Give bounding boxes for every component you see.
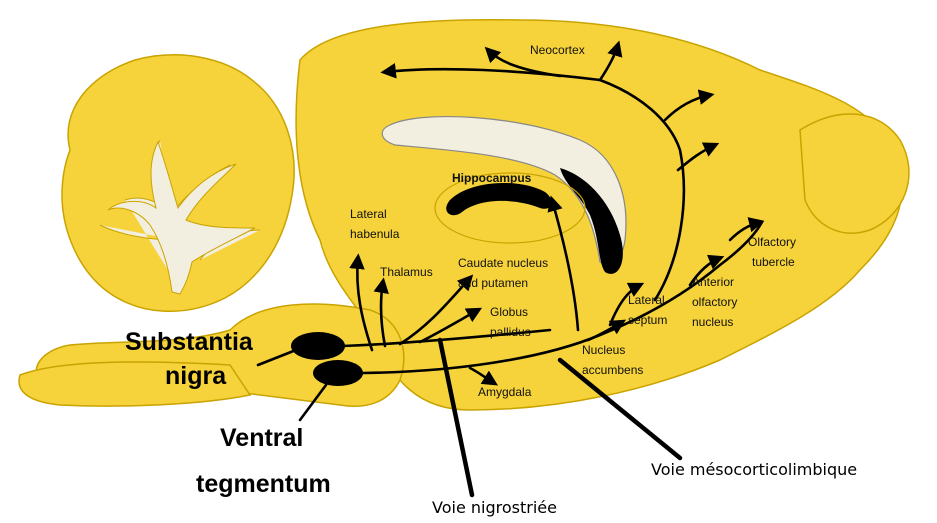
label-anterior-olfactory-1: Anterior <box>692 275 734 289</box>
label-ventral-tegmentum-1: Ventral <box>220 424 303 452</box>
label-anterior-olfactory-2: olfactory <box>692 295 737 309</box>
label-thalamus: Thalamus <box>380 265 433 279</box>
label-nucleus-accumbens-1: Nucleus <box>582 343 625 357</box>
olfactory-bulb <box>800 114 909 233</box>
label-caudate-1: Caudate nucleus <box>458 256 548 270</box>
label-substantia-nigra-2: nigra <box>165 362 227 390</box>
label-globus-1: Globus <box>490 305 528 319</box>
label-neocortex: Neocortex <box>530 43 585 57</box>
label-voie-nigrostriee: Voie nigrostriée <box>432 498 557 517</box>
label-anterior-olfactory-3: nucleus <box>692 315 733 329</box>
label-nucleus-accumbens-2: accumbens <box>582 363 643 377</box>
label-lateral-septum-1: Lateral <box>628 293 665 307</box>
label-olfactory-tubercle-1: Olfactory <box>748 235 796 249</box>
label-substantia-nigra-1: Substantia <box>125 328 254 356</box>
label-lateral-septum-2: septum <box>628 313 667 327</box>
label-globus-2: pallidus <box>490 325 531 339</box>
label-voie-mesocorticolimbique: Voie mésocorticolimbique <box>651 460 857 479</box>
label-hippocampus: Hippocampus <box>452 171 532 185</box>
ventral-tegmentum-nucleus <box>313 360 363 386</box>
label-lateral-habenula-1: Lateral <box>350 207 387 221</box>
label-ventral-tegmentum-2: tegmentum <box>196 470 331 498</box>
substantia-nigra-nucleus <box>291 332 345 360</box>
label-amygdala: Amygdala <box>478 385 532 399</box>
label-lateral-habenula-2: habenula <box>350 227 400 241</box>
label-caudate-2: and putamen <box>458 276 528 290</box>
label-olfactory-tubercle-2: tubercle <box>752 255 795 269</box>
